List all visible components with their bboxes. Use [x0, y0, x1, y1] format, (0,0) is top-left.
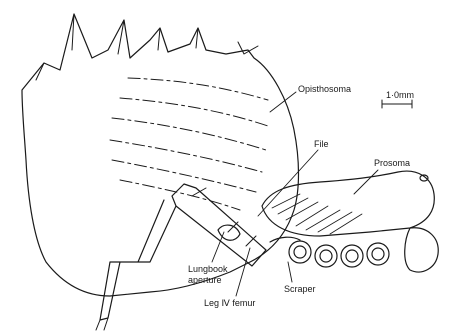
opisthosoma-outline	[22, 14, 299, 296]
label-lungbook-line1: Lungbook	[188, 264, 228, 274]
scale-bar	[382, 100, 412, 108]
carapace-file-ridges	[272, 194, 362, 234]
label-file: File	[314, 139, 329, 149]
leader-lines	[212, 92, 378, 296]
label-scraper: Scraper	[284, 284, 316, 294]
label-opisthosoma: Opisthosoma	[298, 84, 351, 94]
label-lungbook-line2: aperture	[188, 275, 222, 285]
label-leg-iv-femur: Leg Ⅳ femur	[204, 298, 255, 308]
label-scale-bar: 1·0mm	[386, 90, 414, 100]
opisthosoma-striations	[110, 78, 268, 210]
label-prosoma: Prosoma	[374, 158, 410, 168]
leg-iv-femur-joint	[192, 188, 256, 246]
spine-detail	[36, 14, 258, 80]
chelicera	[405, 228, 438, 272]
